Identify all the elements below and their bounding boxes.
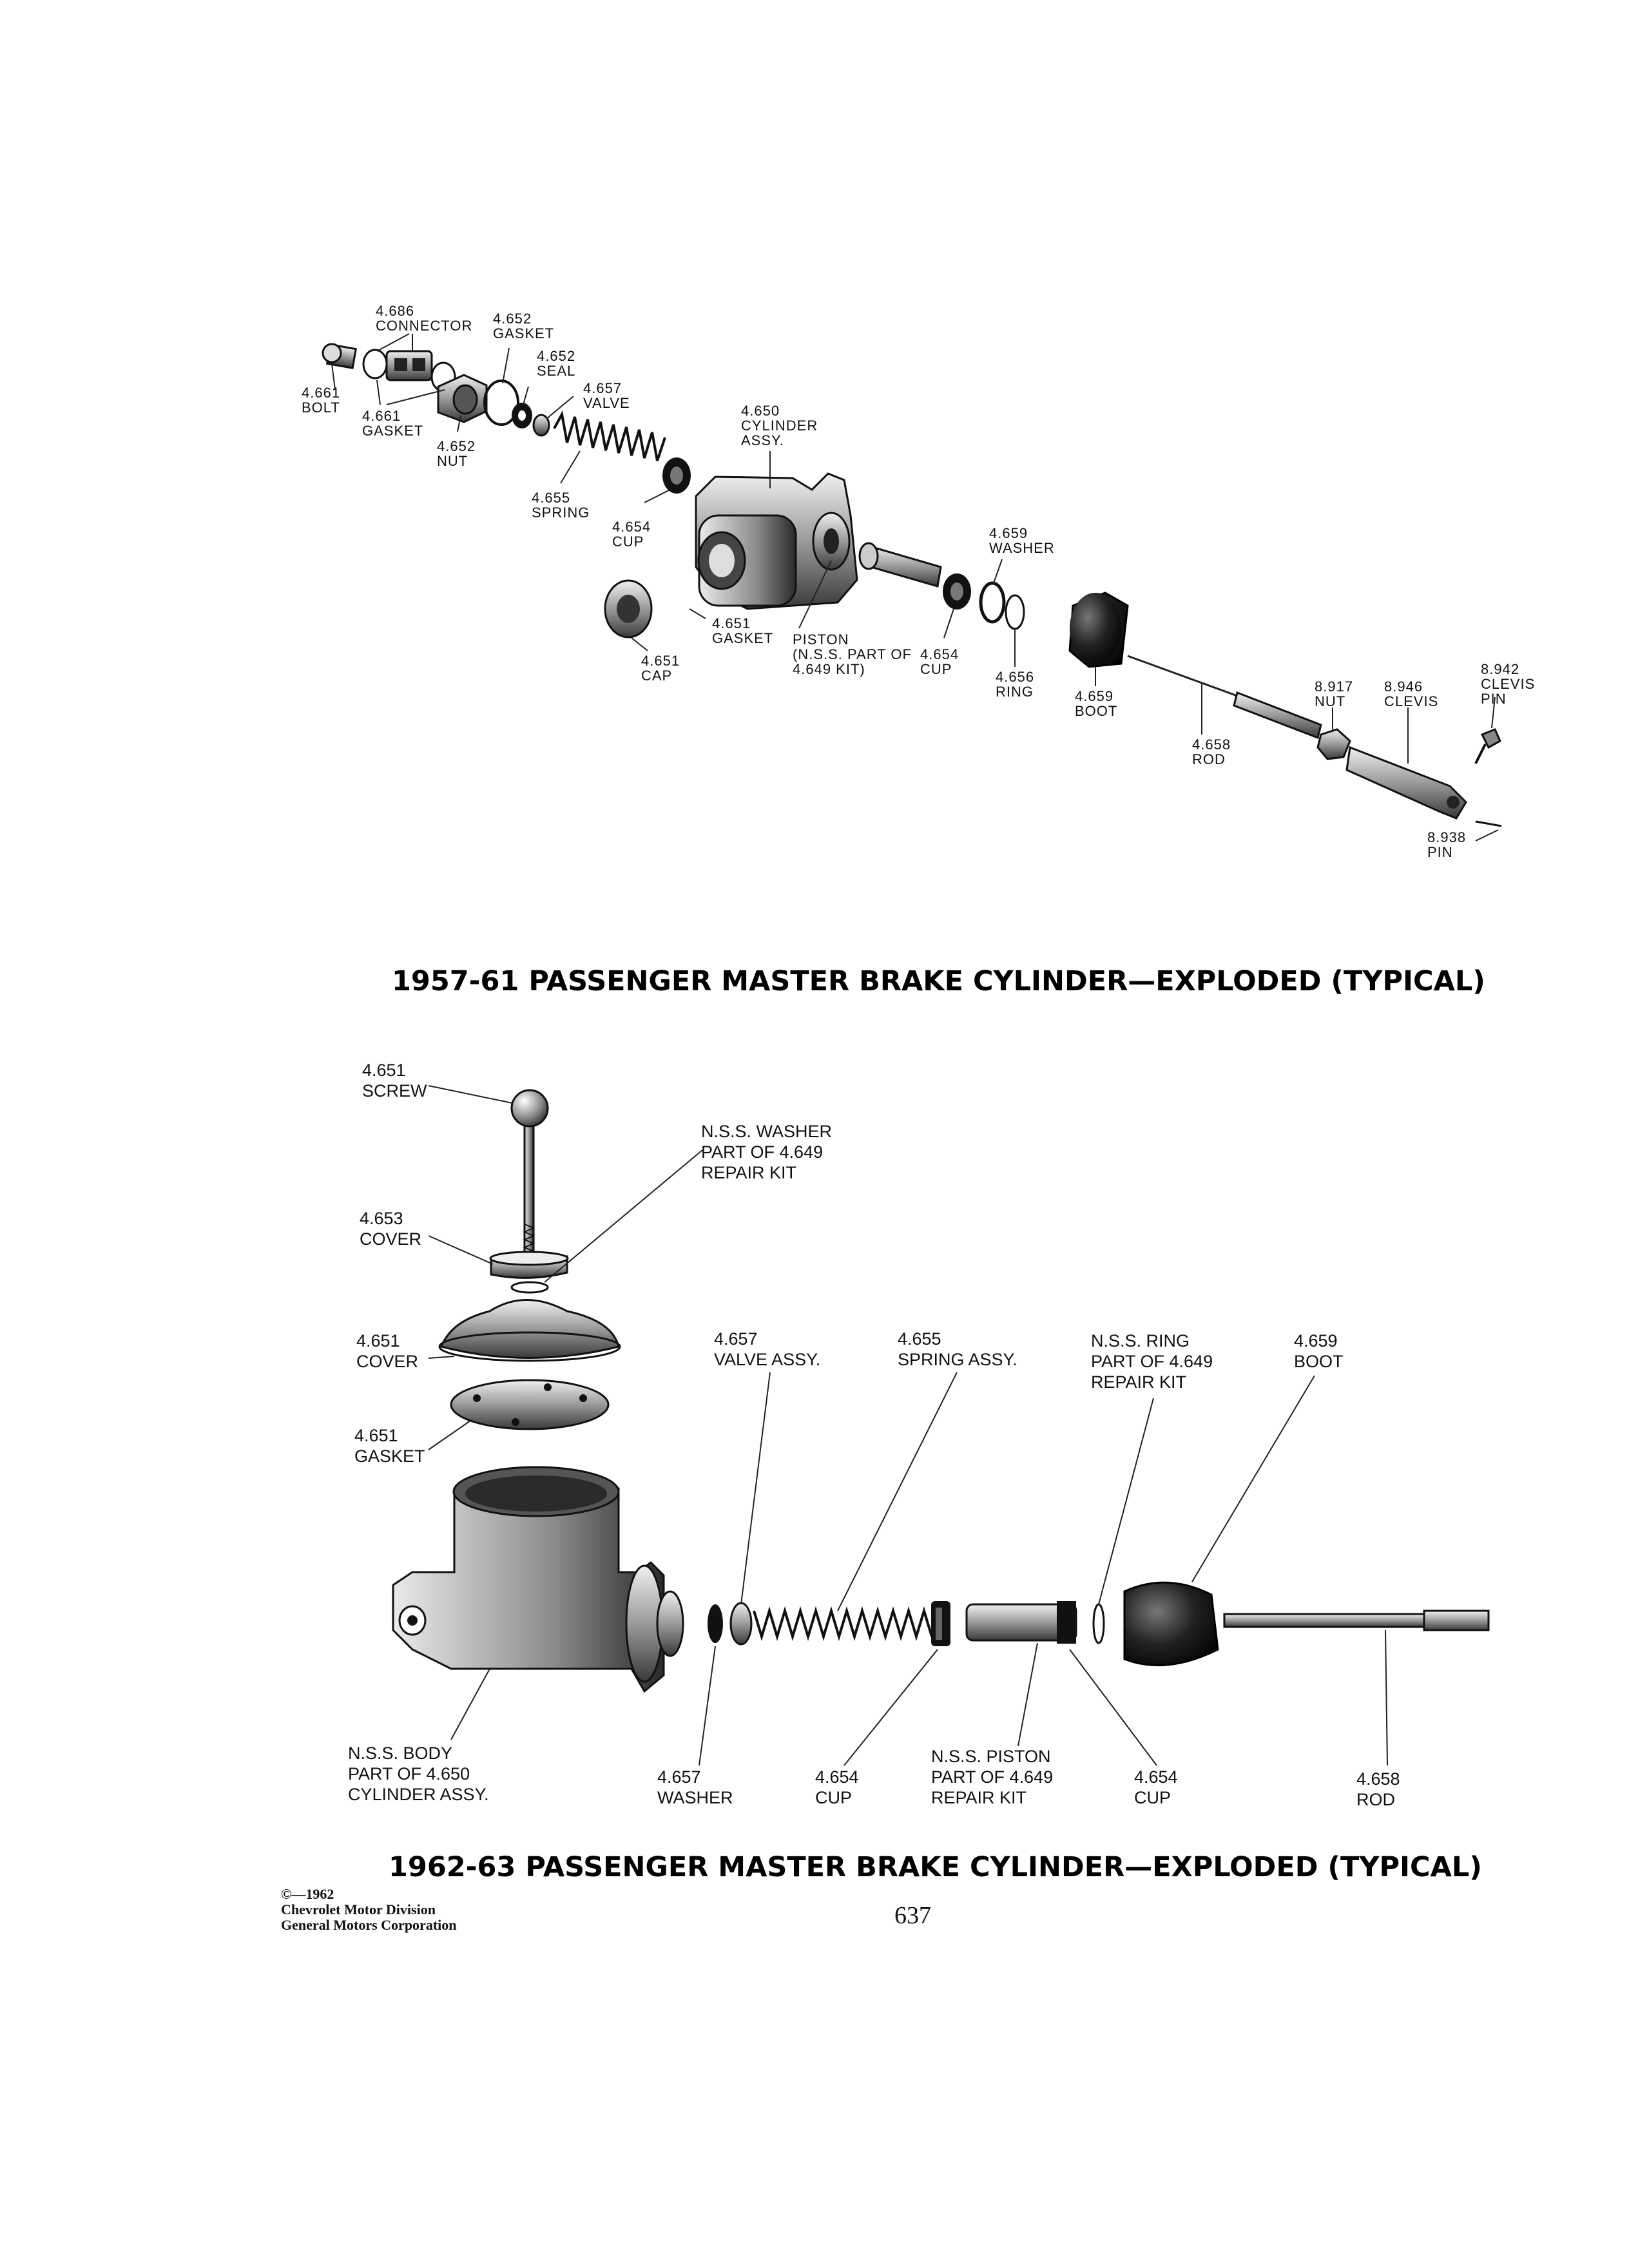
gasket-ring [483, 380, 519, 426]
seal-part [512, 403, 532, 428]
clevis-pin-part [1474, 728, 1501, 764]
cover-dome-part [438, 1299, 621, 1362]
clevis-part [1345, 745, 1467, 820]
boot-2-part [1123, 1581, 1219, 1667]
bolt-part [322, 343, 358, 369]
boot-part [1068, 591, 1129, 668]
connector-part [362, 349, 456, 392]
piston-2-part [965, 1601, 1077, 1644]
cap-part [604, 579, 653, 639]
rod-2-part [1223, 1610, 1490, 1631]
cylinder-body-part [695, 472, 858, 610]
rod-nut-part [1316, 728, 1351, 760]
rod-part [1127, 655, 1322, 740]
piston-part [858, 542, 942, 588]
leader-lines-1 [331, 333, 1499, 841]
cylinder-body-2 [392, 1466, 684, 1693]
page-number: 637 [894, 1902, 931, 1929]
leader-lines-2 [428, 1085, 1388, 1766]
small-cover-part [489, 1251, 569, 1279]
cup-left-part [662, 457, 691, 494]
cup-right-part [943, 573, 971, 610]
ring-part [1005, 594, 1025, 630]
nut-part [437, 374, 488, 423]
valve-2-part [729, 1602, 753, 1646]
diagram2-title: 1962-63 PASSENGER MASTER BRAKE CYLINDER—… [389, 1851, 1482, 1883]
diagram1-title: 1957-61 PASSENGER MASTER BRAKE CYLINDER—… [392, 965, 1485, 997]
spring-2-part [753, 1606, 933, 1641]
washer-2-part [708, 1604, 723, 1643]
gasket-part [450, 1379, 610, 1430]
washer-part [979, 581, 1006, 624]
cup-2-left-part [931, 1601, 950, 1646]
spring-part [553, 410, 666, 461]
copyright: ©—1962 Chevrolet Motor Division General … [281, 1886, 457, 1933]
screw-part [510, 1089, 549, 1267]
valve-part [532, 414, 550, 437]
footer: ©—1962 Chevrolet Motor Division General … [281, 1886, 931, 1933]
ring-2-part [1092, 1603, 1105, 1644]
nss-washer-part [510, 1281, 549, 1294]
pin-part [1475, 820, 1502, 827]
